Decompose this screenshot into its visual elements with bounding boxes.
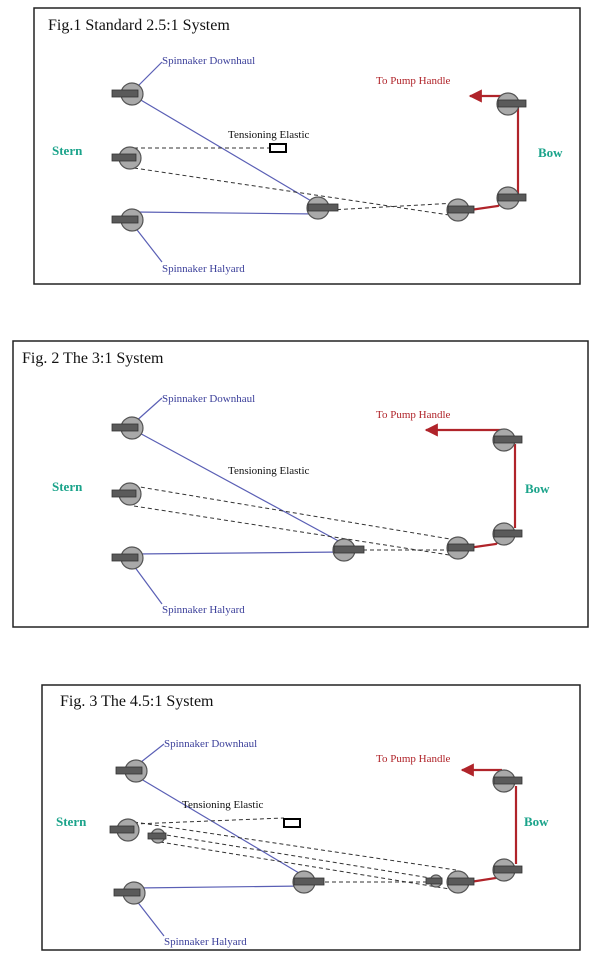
downhaul-to-mid-line	[133, 95, 319, 206]
figure-3-frame	[41, 684, 581, 951]
figure-2-frame	[12, 340, 589, 628]
halyard-label: Spinnaker Halyard	[162, 263, 245, 275]
figure-2-title: Fig. 2 The 3:1 System	[22, 350, 164, 367]
figure-3-title: Fig. 3 The 4.5:1 System	[60, 693, 214, 710]
downhaul-label: Spinnaker Downhaul	[162, 393, 255, 405]
pump-handle-label: To Pump Handle	[376, 753, 451, 765]
elastic-line	[133, 485, 457, 541]
pulley	[113, 881, 146, 905]
elastic-to-bow-line	[133, 821, 457, 871]
elastic-to-bow-line	[133, 167, 457, 217]
pulley	[306, 196, 339, 220]
elastic-to-bow-line	[133, 505, 457, 557]
mid-to-bow-line	[329, 202, 457, 211]
halyard-to-mid-line	[133, 211, 319, 215]
bow-label: Bow	[525, 481, 550, 496]
downhaul-to-mid-line	[133, 429, 345, 545]
downhaul-label: Spinnaker Downhaul	[162, 55, 255, 67]
halyard-label: Spinnaker Halyard	[164, 936, 247, 948]
pulley	[111, 546, 144, 570]
figure-1-frame	[33, 7, 581, 285]
small-pulley-lower-line	[159, 841, 457, 891]
pulley	[446, 536, 475, 560]
downhaul-label: Spinnaker Downhaul	[164, 738, 257, 750]
halyard-to-mid-line	[135, 885, 305, 889]
pulley	[496, 92, 527, 116]
figure-1: Fig.1 Standard 2.5:1 System Spinnaker Do…	[33, 7, 581, 285]
tensioning-elastic-box	[269, 143, 287, 153]
pulley	[446, 870, 475, 894]
bow-label: Bow	[538, 145, 563, 160]
stern-label: Stern	[52, 143, 83, 158]
bow-label: Bow	[524, 814, 549, 829]
halyard-line	[133, 225, 163, 263]
pulley	[332, 538, 365, 562]
pulley	[492, 769, 523, 793]
downhaul-to-mid-line	[135, 775, 305, 877]
pulley	[111, 482, 142, 506]
elastic-label: Tensioning Elastic	[228, 465, 310, 477]
halyard-to-mid-line	[133, 551, 345, 555]
tensioning-elastic-box	[283, 818, 301, 828]
pulley	[111, 82, 144, 106]
halyard-label: Spinnaker Halyard	[162, 604, 245, 616]
pulley	[492, 522, 523, 546]
pulley	[115, 759, 148, 783]
pulley	[292, 870, 325, 894]
pulley	[109, 818, 140, 842]
figure-3: Fig. 3 The 4.5:1 System Spinnaker Downha…	[41, 684, 581, 951]
elastic-label: Tensioning Elastic	[228, 129, 310, 141]
figure-2: Fig. 2 The 3:1 System Spinnaker Downhaul…	[12, 340, 589, 628]
stern-label: Stern	[56, 814, 87, 829]
pulley	[111, 146, 142, 170]
pulley	[446, 198, 475, 222]
stern-label: Stern	[52, 479, 83, 494]
pulley-small	[425, 874, 443, 888]
pulley	[111, 208, 144, 232]
pulley	[492, 858, 523, 882]
pulley-small	[147, 828, 167, 844]
small-pulley-to-bow-line	[159, 833, 431, 879]
figure-1-title: Fig.1 Standard 2.5:1 System	[48, 17, 230, 34]
pump-handle-label: To Pump Handle	[376, 75, 451, 87]
pulley	[496, 186, 527, 210]
pulley	[111, 416, 144, 440]
elastic-label: Tensioning Elastic	[182, 799, 264, 811]
halyard-line	[135, 899, 165, 937]
pulley	[492, 428, 523, 452]
pump-handle-label: To Pump Handle	[376, 409, 451, 421]
halyard-line	[133, 565, 163, 605]
